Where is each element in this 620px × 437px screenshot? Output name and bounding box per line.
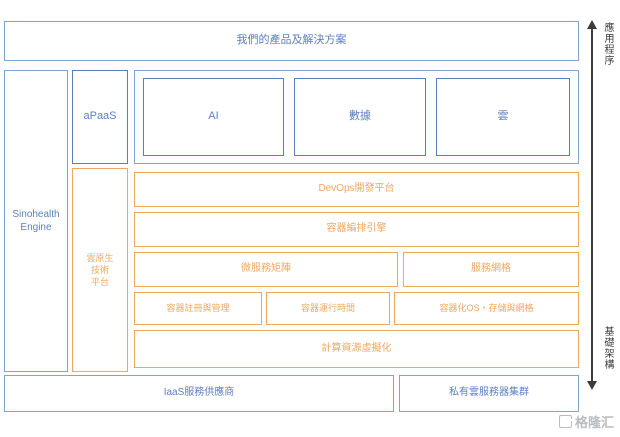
application-card-ai: AI xyxy=(143,78,284,156)
products-solutions-label: 我們的產品及解決方案 xyxy=(236,34,347,47)
iaas-provider-box: IaaS服務供應商 xyxy=(4,375,394,412)
service-mesh-box: 服務網格 xyxy=(403,252,579,287)
sinohealth-engine-label-line1: Sinohealth xyxy=(12,208,60,220)
cloud-native-platform-label-line3: 平台 xyxy=(90,277,109,288)
sinohealth-engine-box: Sinohealth Engine xyxy=(4,70,68,372)
cloud-native-platform-box: 雲原生 技術 平台 xyxy=(72,168,128,372)
container-runtime-box: 容器運行時間 xyxy=(266,292,390,325)
containerized-os-box: 容器化OS・存儲與網格 xyxy=(394,292,579,325)
devops-platform-row: DevOps開發平台 xyxy=(134,172,579,207)
apaas-box: aPaaS xyxy=(72,70,128,164)
products-solutions-band: 我們的產品及解決方案 xyxy=(4,21,579,61)
iaas-provider-label: IaaS服務供應商 xyxy=(163,387,235,399)
microservice-matrix-box: 微服務矩陣 xyxy=(134,252,398,287)
watermark-label: 格隆汇 xyxy=(574,415,614,430)
private-cloud-cluster-label: 私有雲服務器集群 xyxy=(449,387,529,399)
service-mesh-label: 服務網格 xyxy=(471,263,511,275)
private-cloud-cluster-box: 私有雲服務器集群 xyxy=(399,375,579,412)
application-card-data: 數據 xyxy=(294,78,426,156)
axis-label-infrastructure-tier: 基礎架構 xyxy=(602,326,613,370)
application-card-cloud-label: 雲 xyxy=(497,110,509,123)
axis-label-application-tier: 應用程序 xyxy=(602,22,613,66)
application-card-ai-label: AI xyxy=(208,110,219,123)
sinohealth-engine-label-line2: Engine xyxy=(20,222,52,233)
watermark: 格隆汇 xyxy=(558,412,614,431)
container-orchestration-row: 容器編排引擎 xyxy=(134,212,579,247)
container-registry-label: 容器註冊與管理 xyxy=(166,302,230,313)
application-card-cloud: 雲 xyxy=(436,78,570,156)
cloud-native-platform-label-line2: 技術 xyxy=(90,264,109,275)
application-card-data-label: 數據 xyxy=(349,110,371,123)
microservice-matrix-label: 微服務矩陣 xyxy=(241,263,291,275)
compute-virtualization-label: 計算資源虛擬化 xyxy=(321,342,392,354)
container-orchestration-label: 容器編排引擎 xyxy=(326,223,387,235)
apaas-label: aPaaS xyxy=(83,110,117,123)
axis-line xyxy=(591,28,593,383)
axis-arrow-up-icon xyxy=(587,20,597,29)
axis-arrow-down-icon xyxy=(587,381,597,390)
cloud-native-platform-label-line1: 雲原生 xyxy=(86,252,114,263)
containerized-os-label: 容器化OS・存儲與網格 xyxy=(439,302,534,313)
devops-platform-label: DevOps開發平台 xyxy=(318,183,395,195)
container-registry-box: 容器註冊與管理 xyxy=(134,292,262,325)
compute-virtualization-row: 計算資源虛擬化 xyxy=(134,330,579,368)
watermark-logo-icon xyxy=(558,415,573,428)
container-runtime-label: 容器運行時間 xyxy=(300,302,355,313)
